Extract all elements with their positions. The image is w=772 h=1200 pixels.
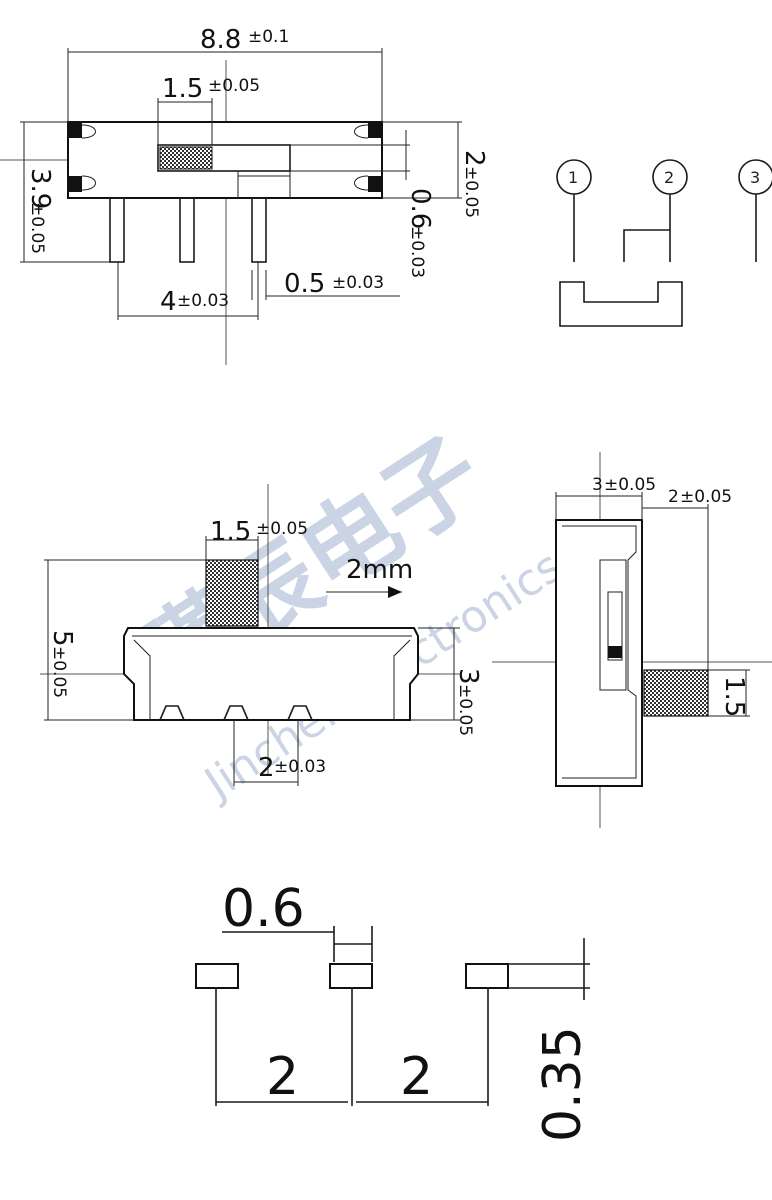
- dim-pin-thickness: 0.6: [405, 188, 435, 229]
- slider-track: [157, 144, 291, 172]
- pin-schematic: 1 2 3: [556, 159, 772, 327]
- travel-label: 2mm: [346, 555, 413, 585]
- dim-knob-width-tol: ±0.05: [208, 76, 260, 96]
- dim-body-height-tol: ±0.05: [461, 166, 481, 218]
- side-dim-depth: 3: [592, 475, 603, 495]
- latch-right: [354, 124, 369, 191]
- front-knob: [205, 559, 259, 627]
- front-dim-body-height: 3: [453, 668, 483, 685]
- corner-br: [368, 176, 382, 192]
- dim-knob-width: 1.5: [162, 74, 203, 104]
- fp-dim-pitch-1: 2: [266, 1047, 299, 1107]
- fp-dim-pitch-2: 2: [400, 1047, 433, 1107]
- dim-pin-thickness-tol: ±0.03: [407, 226, 427, 278]
- slider-knob: [159, 146, 213, 170]
- watermark: 瑾辰电子 Jinchen Electronics: [120, 416, 572, 811]
- side-dim-knob-height: 1.5: [719, 676, 749, 717]
- dim-overall-length-tol: ±0.1: [248, 27, 289, 47]
- pcb-footprint: 0.6 2 2 0.35: [195, 879, 593, 1142]
- pin-3: [251, 197, 267, 263]
- side-dim-depth-tol: ±0.05: [604, 475, 656, 495]
- switch-body: [67, 121, 383, 199]
- dim-body-height: 2: [459, 150, 489, 167]
- fp-dim-pad-height: 0.35: [533, 1026, 593, 1142]
- pin-number-3: 3: [750, 168, 760, 187]
- front-view: 1.5 ±0.05 2mm 5 ±0.05 3 ±0.05 2 ±0.03: [40, 484, 483, 786]
- front-dim-pitch-tol: ±0.03: [274, 757, 326, 777]
- dim-pin-width-tol: ±0.03: [332, 273, 384, 293]
- dim-overall-length: 8.8: [200, 25, 241, 55]
- front-dim-total-height: 5: [47, 630, 77, 647]
- side-body: [555, 519, 643, 787]
- front-dim-knob: 1.5: [210, 517, 251, 547]
- pin-number-2: 2: [664, 168, 674, 187]
- dim-pin-span: 4: [160, 287, 177, 317]
- corner-tl: [68, 122, 82, 138]
- pin-number-1: 1: [568, 168, 578, 187]
- dim-height: 3.9: [25, 168, 55, 209]
- front-pin-1: [159, 705, 185, 721]
- side-dim-knob-offset-tol: ±0.05: [680, 487, 732, 507]
- front-dim-knob-tol: ±0.05: [256, 519, 308, 539]
- dim-pin-span-tol: ±0.03: [177, 291, 229, 311]
- side-knob: [643, 669, 709, 717]
- front-dim-total-height-tol: ±0.05: [49, 646, 69, 698]
- pin-2: [179, 197, 195, 263]
- front-dim-pitch: 2: [258, 753, 275, 783]
- dim-pin-width: 0.5: [284, 269, 325, 299]
- pin-1: [109, 197, 125, 263]
- pad-3: [465, 963, 509, 989]
- fp-dim-gap: 0.6: [222, 879, 305, 939]
- corner-tr: [368, 122, 382, 138]
- front-pin-2: [223, 705, 249, 721]
- front-pin-3: [287, 705, 313, 721]
- latch-left: [81, 124, 96, 191]
- side-dim-knob-offset: 2: [668, 487, 679, 507]
- contact-slider: [559, 281, 683, 327]
- front-dim-body-height-tol: ±0.05: [455, 684, 475, 736]
- travel-arrow: [388, 586, 402, 598]
- corner-bl: [68, 176, 82, 192]
- pad-2: [329, 963, 373, 989]
- pad-1: [195, 963, 239, 989]
- top-view: 8.8 ±0.1 1.5 ±0.05 3.9 ±0.05 2 ±0.05 0.6…: [0, 25, 489, 365]
- side-view: 3 ±0.05 2 ±0.05 1.5: [492, 452, 772, 828]
- dim-height-tol: ±0.05: [27, 202, 47, 254]
